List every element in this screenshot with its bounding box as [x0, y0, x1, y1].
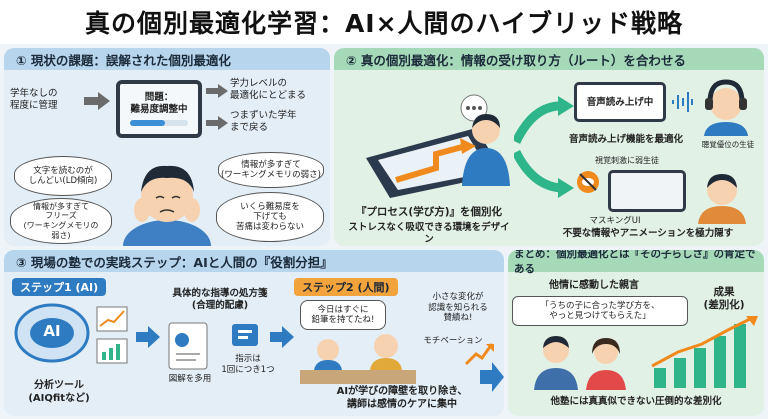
ai-text: AI [43, 322, 61, 340]
visual-student: 視覚刺激に弱生徒 [595, 156, 659, 165]
panel-true-optimization: ② 真の個別最適化：情報の受け取り方（ルート）を合わせる 『プロセス(学び方)』… [334, 48, 764, 246]
motivation-text: モチベーション [423, 336, 483, 346]
trend-up-icon [464, 343, 494, 366]
teacher-student-icon [300, 334, 416, 384]
troubled-student-icon [123, 165, 211, 246]
thought-bubble: 情報が多すぎて フリーズ (ワーキングメモリの 弱さ) [10, 198, 112, 244]
chart-card-icon [96, 338, 128, 364]
arrow-right-icon [206, 116, 228, 130]
audio-student: 聴覚優位の生徒 [701, 140, 755, 149]
step2-tag: ステップ2 (人間) [294, 278, 398, 296]
arrow-right-icon [84, 92, 110, 110]
step2-caption: AIが学びの障壁を取り除き、 講師は感情のケアに集中 [336, 386, 468, 410]
instruction-text: 指示は 1回につき1つ [221, 354, 275, 375]
main-caption1: 『プロセス(学び方)』を個別化 [355, 206, 503, 218]
ai-brain-icon [14, 303, 90, 363]
prescription-text: 具体的な指導の処方箋 (合理的配慮) [172, 288, 268, 311]
panel-header: まとめ：個別最適化とは『その子らしさ』の肯定である [508, 250, 764, 275]
diagram-text: 図解を多用 [168, 374, 212, 384]
arrow1-text: 学力レベルの 最適化にとどまる [230, 78, 307, 101]
arrow-right-icon [136, 326, 160, 348]
progress-bar [130, 120, 188, 126]
parents-icon [534, 336, 626, 390]
arrow-right-icon [206, 84, 228, 98]
masking-caption: 不要な情報やアニメーションを極力隠す [562, 228, 734, 239]
screen-line2: 難易度調整中 [130, 104, 188, 115]
parents-title: 他情に感動した親言 [549, 280, 639, 291]
step1-tag: ステップ1 (AI) [12, 278, 107, 296]
growth-bars-icon [651, 316, 758, 388]
thought-bubble: 文字を読むのが しんどい(LD傾向) [14, 156, 112, 196]
document-icon [168, 322, 208, 370]
visual-student-icon [698, 174, 746, 224]
panel-practice-steps: ③ 現場の塾での実践ステップ：AIと人間の『役割分担』 ステップ1 (AI) A… [4, 250, 504, 416]
change-text: 小さな変化が 認識を知られる 賛績ね! [428, 292, 488, 324]
arrow-right-icon [270, 326, 294, 348]
arrow-right-icon [480, 362, 504, 392]
panel-header: ② 真の個別最適化：情報の受け取り方（ルート）を合わせる [334, 48, 764, 70]
panel-header: ③ 現場の塾での実践ステップ：AIと人間の『役割分担』 [4, 250, 504, 272]
result-label: 成果 (差別化) [703, 286, 745, 312]
panel-current-issues: ① 現状の課題：誤解された個別最適化 学年なしの 程度に管理 問題： 難易度調整… [4, 48, 330, 246]
instruction-icon [232, 324, 258, 346]
masking-label: マスキングUI [589, 216, 641, 226]
audio-label: 音声読み上げ中 [586, 97, 654, 108]
quote-bubble: 「うちの子に合った学び方を、 やっと見つけてもらえた」 [512, 296, 688, 326]
panel-summary: まとめ：個別最適化とは『その子らしさ』の肯定である 他情に感動した親言 「うちの… [508, 250, 764, 416]
left-note: 学年なしの 程度に管理 [10, 88, 58, 111]
branch-arrow-down-icon [514, 149, 574, 198]
tool-text: 分析ツール (AIQfitなど) [28, 380, 90, 404]
masking-icon [577, 171, 599, 193]
screen-line1: 問題： [144, 92, 174, 103]
chart-card-icon [96, 306, 128, 332]
tablet-screen: 問題： 難易度調整中 [116, 80, 202, 138]
speech-bubble: 今日はすぐに 鉛筆を持てたね! [300, 300, 386, 330]
audio-screen: 音声読み上げ中 [574, 82, 666, 122]
arrow2-text: つまずいた学年 まで戻る [230, 110, 297, 133]
desk-scene-icon [366, 94, 504, 198]
panel-header: ① 現状の課題：誤解された個別最適化 [4, 48, 330, 70]
summary-caption: 他塾には真真似できない圧倒的な差別化 [550, 396, 722, 407]
student-desk-icon [462, 114, 510, 186]
thought-bubble: 情報が多すぎて (ワーキングメモリの弱さ) [218, 152, 324, 188]
headphone-student-icon [704, 79, 748, 136]
sound-wave-icon [672, 92, 693, 112]
main-caption2: ストレスなく吸収できる環境をデザイン [348, 222, 510, 245]
branch-arrow-up-icon [514, 96, 574, 144]
thought-bubble: いくら難易度を 下げても 苦痛は変わらない [216, 192, 324, 242]
masking-screen [608, 170, 686, 212]
audio-caption: 音声読み上げ機能を最適化 [568, 134, 683, 145]
page-title: 真の個別最適化学習：AI×人間のハイブリッド戦略 [0, 0, 768, 44]
